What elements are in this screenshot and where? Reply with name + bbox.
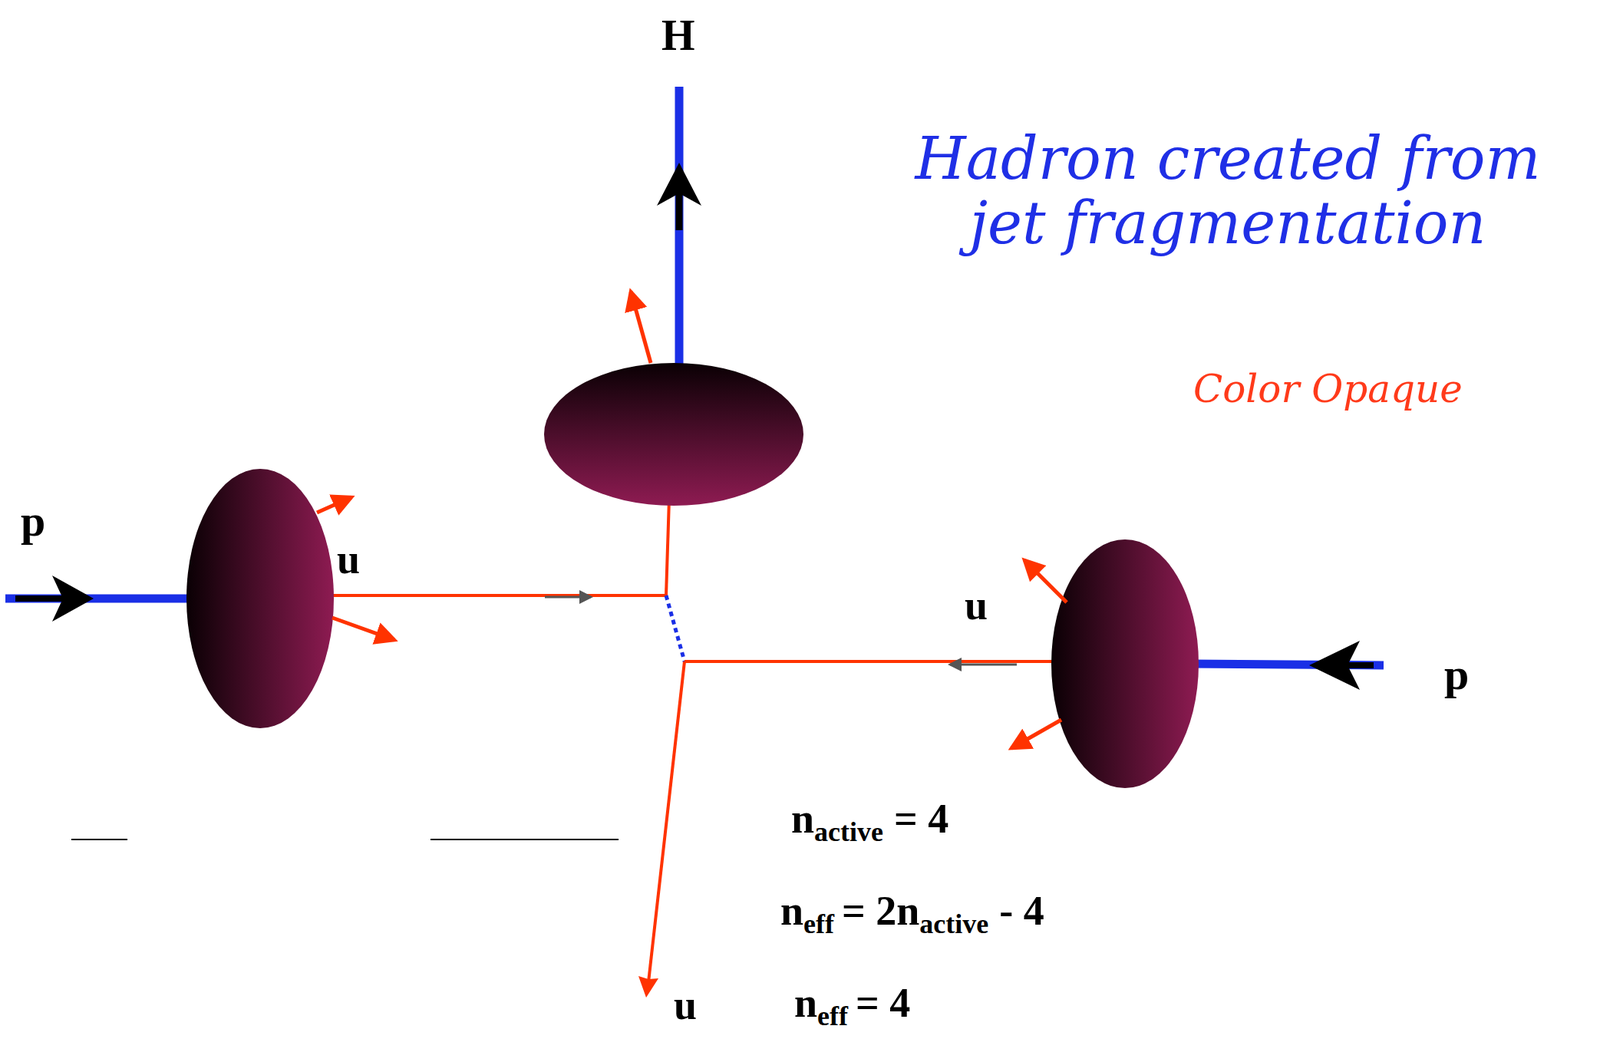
title-text: Hadron created from jet fragmentation — [882, 126, 1574, 255]
formula-line: neff= 4 — [794, 982, 911, 1030]
remnant-arrow — [1024, 560, 1067, 603]
particle-label: u — [964, 584, 988, 627]
beam-arrowhead — [656, 162, 702, 206]
note-text: Color Opaque — [1193, 369, 1463, 409]
formula-text: n — [791, 795, 815, 842]
formula-text: = 4 — [894, 795, 949, 842]
direction-arrow — [544, 596, 591, 599]
formula-subscript: eff — [817, 1000, 848, 1032]
quark-line — [684, 659, 1059, 664]
formula-text: = 4 — [855, 979, 911, 1026]
formula-line: nactive = 4 — [791, 798, 949, 846]
quark-arrowhead — [638, 976, 659, 998]
proton-beam — [1189, 663, 1384, 666]
hadron-line — [675, 86, 684, 365]
particle-label: u — [336, 538, 360, 581]
beam-arrow-shaft — [676, 191, 683, 231]
particle-label: p — [20, 498, 46, 544]
beam-arrowhead — [1309, 640, 1360, 690]
quark-line — [666, 498, 670, 596]
particle-label: p — [1444, 652, 1469, 697]
direction-arrow — [950, 663, 1017, 667]
quark-line — [648, 661, 685, 983]
remnant-arrow — [1011, 719, 1062, 749]
rule-line — [430, 838, 619, 841]
formula-text: = 2n — [841, 887, 920, 934]
rule-line — [71, 838, 128, 841]
formula-subscript: eff — [803, 908, 835, 940]
particle-label: H — [661, 13, 696, 57]
quark-line — [322, 593, 667, 598]
beam-arrowhead — [52, 575, 94, 622]
formula-line: neff= 2nactive - 4 — [780, 890, 1045, 938]
remnant-arrow — [630, 291, 651, 363]
formula-subscript: active — [919, 908, 989, 940]
particle-label: u — [673, 984, 697, 1026]
remnant-arrow — [316, 497, 352, 513]
formula-text: - 4 — [999, 887, 1044, 934]
remnant-arrow — [332, 617, 395, 640]
fragmentation-blob — [544, 362, 804, 506]
proton-blob — [186, 468, 334, 729]
exchange-line — [666, 595, 685, 662]
proton-blob — [1051, 539, 1199, 789]
proton-beam — [5, 594, 192, 604]
formula-subscript: active — [814, 816, 884, 848]
formula-text: n — [794, 979, 818, 1026]
formula-text: n — [780, 887, 804, 934]
